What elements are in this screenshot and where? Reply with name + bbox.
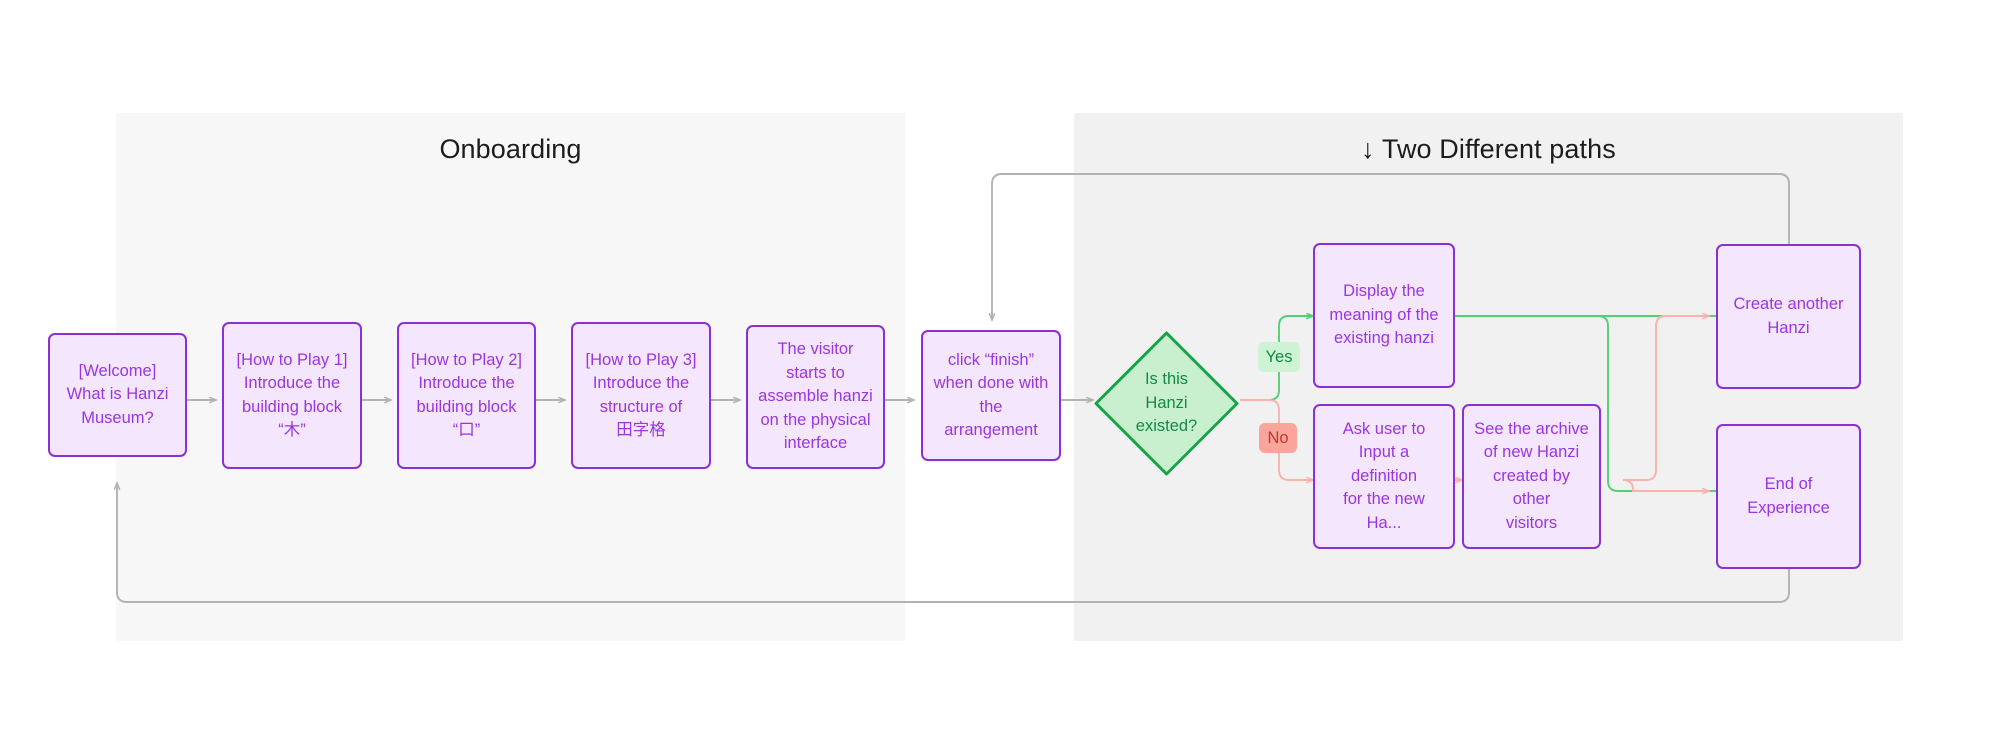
node-ask-definition[interactable]: Ask user to Input a definition for the n… — [1313, 404, 1455, 549]
node-hanzi-existed-label-wrap: Is this Hanzi existed? — [1093, 330, 1240, 477]
lane-two-paths-title: ↓ Two Different paths — [1361, 134, 1616, 164]
node-ask-definition-label: Ask user to Input a definition for the n… — [1342, 419, 1426, 532]
node-how-to-play-3[interactable]: [How to Play 3] Introduce the structure … — [571, 322, 711, 469]
edge-label-yes-text: Yes — [1265, 347, 1293, 366]
node-click-finish[interactable]: click “finish” when done with the arrang… — [921, 330, 1061, 461]
node-welcome-label: [Welcome] What is Hanzi Museum? — [66, 361, 169, 427]
node-assemble[interactable]: The visitor starts to assemble hanzi on … — [746, 325, 885, 469]
node-hanzi-existed[interactable]: Is this Hanzi existed? — [1093, 330, 1240, 477]
node-display-meaning[interactable]: Display the meaning of the existing hanz… — [1313, 243, 1455, 388]
node-create-another[interactable]: Create another Hanzi — [1716, 244, 1861, 389]
node-see-archive-label: See the archive of new Hanzi created by … — [1474, 419, 1589, 532]
edge-label-no-text: No — [1267, 428, 1289, 447]
node-see-archive[interactable]: See the archive of new Hanzi created by … — [1462, 404, 1601, 549]
node-click-finish-label: click “finish” when done with the arrang… — [933, 350, 1049, 439]
node-how-to-play-1-label: [How to Play 1] Introduce the building b… — [236, 350, 348, 439]
node-end-experience-label: End of Experience — [1747, 475, 1830, 517]
node-how-to-play-2[interactable]: [How to Play 2] Introduce the building b… — [397, 322, 536, 469]
node-how-to-play-3-label: [How to Play 3] Introduce the structure … — [585, 350, 697, 439]
lane-onboarding-title: Onboarding — [439, 134, 582, 164]
diamond-shape — [1094, 331, 1239, 476]
node-how-to-play-1[interactable]: [How to Play 1] Introduce the building b… — [222, 322, 362, 469]
node-assemble-label: The visitor starts to assemble hanzi on … — [758, 340, 873, 453]
node-end-experience[interactable]: End of Experience — [1716, 424, 1861, 569]
node-display-meaning-label: Display the meaning of the existing hanz… — [1329, 282, 1439, 348]
edge-label-no: No — [1259, 423, 1297, 453]
node-welcome[interactable]: [Welcome] What is Hanzi Museum? — [48, 333, 187, 457]
edge-label-yes: Yes — [1258, 342, 1300, 372]
node-create-another-label: Create another Hanzi — [1733, 295, 1844, 337]
node-how-to-play-2-label: [How to Play 2] Introduce the building b… — [411, 350, 522, 439]
node-hanzi-existed-label: Is this Hanzi existed? — [1135, 369, 1198, 436]
